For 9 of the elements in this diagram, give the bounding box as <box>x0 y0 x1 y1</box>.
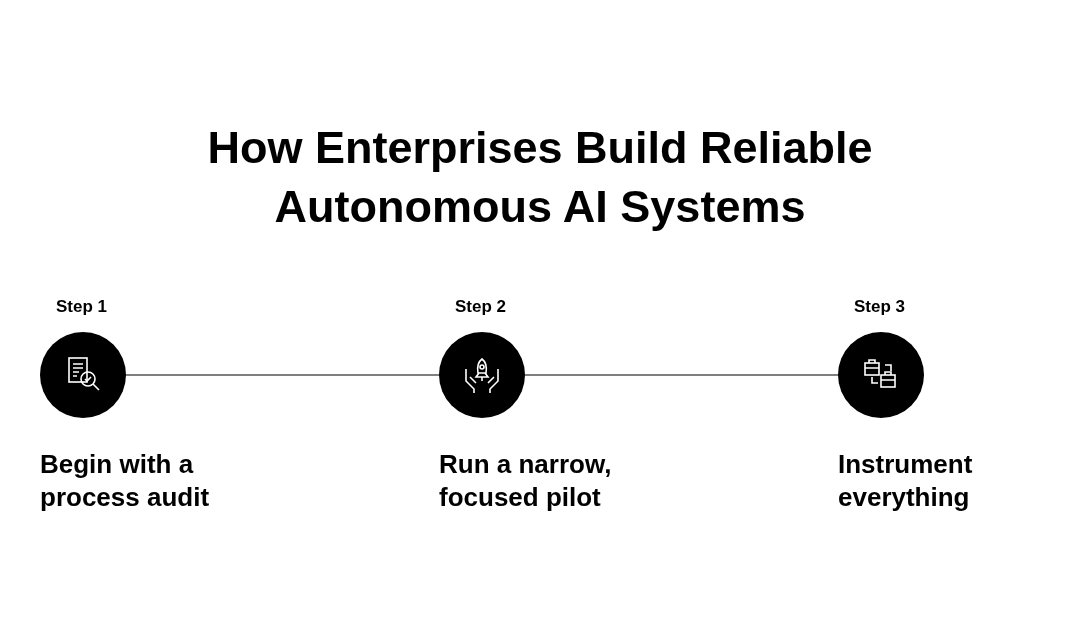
connector-line <box>524 374 839 376</box>
connector-line <box>125 374 440 376</box>
step-text: Begin with a process audit <box>40 448 211 514</box>
step-label: Step 3 <box>854 297 906 317</box>
step-label: Step 1 <box>56 297 108 317</box>
step-text: Run a narrow, focused pilot <box>439 448 613 514</box>
step-label: Step 2 <box>455 297 507 317</box>
step-text: Instrument everything <box>838 448 974 514</box>
title: How Enterprises Build Reliable Autonomous AI Systems <box>206 121 874 234</box>
